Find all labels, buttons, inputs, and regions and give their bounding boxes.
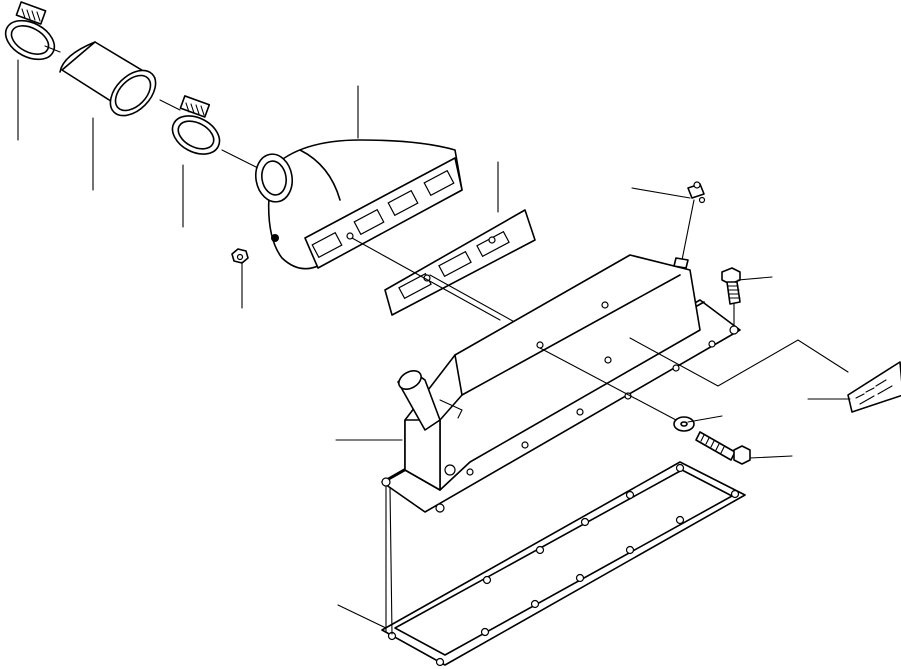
leader-connector	[631, 187, 691, 199]
hose-clamp-left	[4, 1, 56, 61]
cover-gasket	[381, 461, 746, 667]
leader-bolt	[737, 276, 773, 281]
sensor-connector	[673, 181, 706, 269]
intake-elbow	[254, 139, 463, 270]
elbow-nut	[231, 248, 249, 264]
caution-plate	[847, 361, 901, 413]
washer	[673, 416, 695, 432]
flange-bolt	[695, 431, 751, 465]
leader-lines	[17, 59, 851, 629]
hose-fitting	[397, 370, 463, 431]
elbow-gasket	[384, 209, 536, 316]
leader-washer	[687, 415, 723, 423]
leader-flange-bolt	[749, 455, 793, 459]
intake-manifold-cover	[381, 254, 741, 513]
leader-plate	[629, 337, 849, 387]
mounting-bolt	[721, 267, 741, 327]
rubber-hose	[59, 41, 157, 117]
hose-clamp-right	[171, 95, 221, 155]
leader-cover-gasket	[337, 604, 387, 629]
